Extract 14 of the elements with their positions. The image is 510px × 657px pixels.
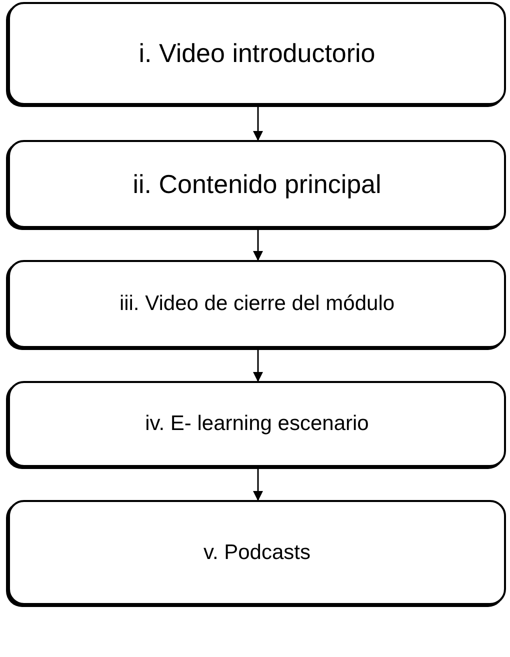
process-box: [8, 381, 506, 467]
process-box: [8, 260, 506, 348]
box-label: iii. Video de cierre del módulo: [118, 291, 396, 318]
arrow: [253, 348, 263, 382]
arrow: [253, 228, 263, 261]
box-label: i. Video introductorio: [138, 37, 376, 70]
process-box: [8, 2, 506, 105]
arrow: [253, 467, 263, 501]
arrow: [253, 105, 263, 141]
process-box: [8, 500, 506, 605]
box-label: v. Podcasts: [202, 540, 312, 566]
box-label: ii. Contenido principal: [132, 168, 382, 200]
process-box: [8, 140, 506, 228]
box-label: iv. E- learning escenario: [144, 411, 370, 438]
